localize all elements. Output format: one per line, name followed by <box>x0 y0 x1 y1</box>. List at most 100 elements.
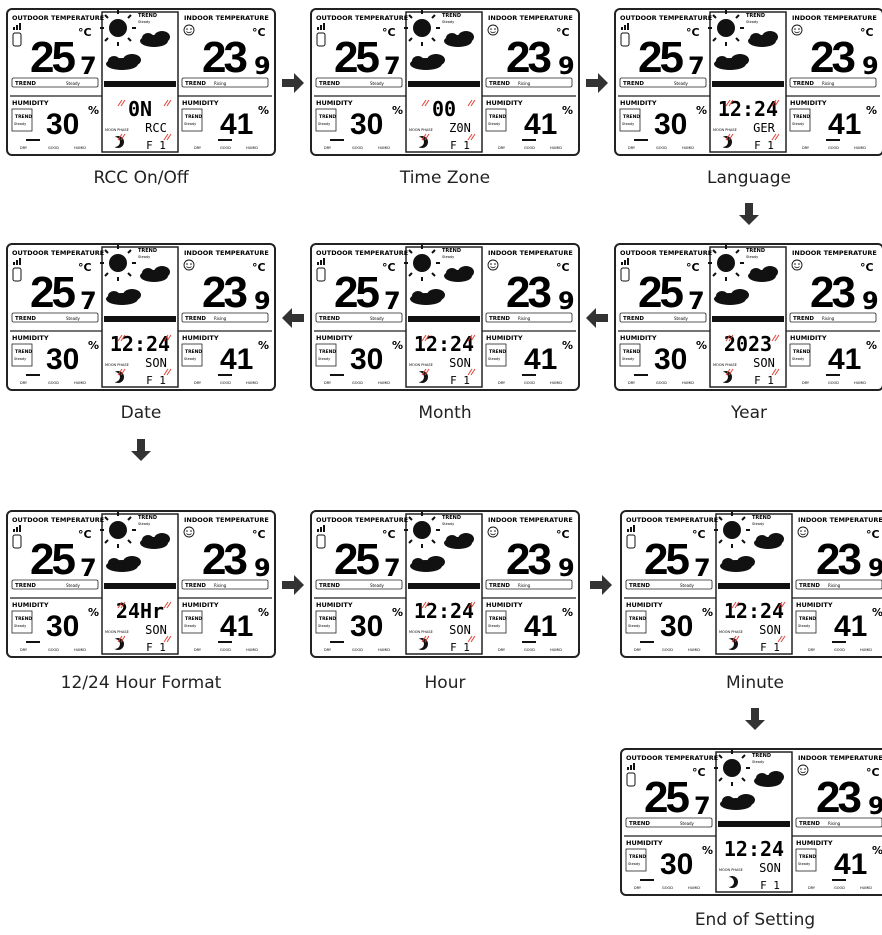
outdoor-unit: °C <box>382 26 396 39</box>
indoor-humidity-percent: % <box>258 606 269 619</box>
comfort-dry-label: DRY <box>20 146 28 150</box>
moon-icon <box>110 136 124 148</box>
outdoor-humidity-trend-value: Steady <box>622 357 634 361</box>
indoor-humidity-value: 41 <box>220 108 253 141</box>
setting-step-panel: OUTDOOR TEMPERATURE 25 °C 7 TREND Steady… <box>614 243 882 391</box>
indoor-humidity-value: 41 <box>834 848 867 881</box>
comfort-dry-label: DRY <box>20 381 28 385</box>
comfort-good-label: GOOD <box>524 648 535 652</box>
indoor-humidity-label: HUMIDITY <box>796 601 833 609</box>
indoor-temperature-decimal: 9 <box>558 554 575 582</box>
outdoor-temperature-decimal: 7 <box>80 287 97 315</box>
sun-icon <box>404 245 440 281</box>
comfort-good-label: GOOD <box>352 381 363 385</box>
blink-indicator <box>421 334 476 376</box>
outdoor-temperature-label: OUTDOOR TEMPERATURE <box>626 516 718 524</box>
comfort-dry-label: DRY <box>324 146 332 150</box>
indoor-trend-label: TREND <box>793 81 814 87</box>
weather-trend-value: Steady <box>138 522 150 526</box>
day-display: F 1 <box>450 374 470 387</box>
outdoor-temperature-value: 25 <box>30 268 76 317</box>
step-caption: RCC On/Off <box>93 168 189 188</box>
outdoor-humidity-percent: % <box>696 339 707 352</box>
signal-icon <box>316 525 326 549</box>
step-caption: Time Zone <box>399 168 491 188</box>
indoor-temperature-value: 23 <box>506 535 552 584</box>
outdoor-humidity-trend-value: Steady <box>318 122 330 126</box>
comfort-good-label: GOOD <box>524 146 535 150</box>
indoor-trend-value: Rising <box>822 81 835 86</box>
step-caption: 12/24 Hour Format <box>60 673 222 693</box>
horizon-bar <box>718 583 790 589</box>
indoor-unit: °C <box>866 766 880 779</box>
indoor-temperature-decimal: 9 <box>254 554 271 582</box>
comfort-dry-label: DRY <box>808 648 816 652</box>
outdoor-trend-value: Steady <box>66 316 81 321</box>
horizon-bar <box>104 316 176 322</box>
weather-trend-value: Steady <box>138 255 150 259</box>
outdoor-temperature-label: OUTDOOR TEMPERATURE <box>620 14 712 22</box>
language-display: SON <box>759 861 781 875</box>
comfort-good-label: GOOD <box>220 648 231 652</box>
signal-icon <box>12 525 22 549</box>
language-display: SON <box>145 356 167 370</box>
comfort-good-label: GOOD <box>524 381 535 385</box>
outdoor-humidity-value: 30 <box>46 610 79 643</box>
smiley-icon <box>183 259 195 271</box>
indoor-humidity-percent: % <box>872 844 882 857</box>
moon-icon <box>414 136 428 148</box>
comfort-dry-label: DRY <box>634 886 642 890</box>
weather-trend-value: Steady <box>746 20 758 24</box>
outdoor-humidity-percent: % <box>702 844 713 857</box>
comfort-humid-label: HUMID <box>550 648 562 652</box>
indoor-unit: °C <box>252 528 266 541</box>
indoor-temperature-decimal: 9 <box>254 287 271 315</box>
indoor-temperature-value: 23 <box>202 268 248 317</box>
outdoor-humidity-value: 30 <box>660 848 693 881</box>
indoor-humidity-trend-value: Steady <box>798 862 810 866</box>
indoor-temperature-value: 23 <box>816 773 862 822</box>
day-display: F 1 <box>146 139 166 152</box>
blink-indicator <box>731 601 786 643</box>
indoor-unit: °C <box>252 26 266 39</box>
outdoor-unit: °C <box>78 261 92 274</box>
indoor-humidity-trend-value: Steady <box>184 122 196 126</box>
language-display: SON <box>759 623 781 637</box>
moon-phase-label: MOON PHASE <box>105 363 129 367</box>
moon-icon <box>724 638 738 650</box>
indoor-humidity-trend-label: TREND <box>185 114 202 120</box>
cloud-icon <box>410 31 474 70</box>
indoor-humidity-label: HUMIDITY <box>790 334 827 342</box>
comfort-humid-label: HUMID <box>378 146 390 150</box>
indoor-trend-value: Rising <box>822 316 835 321</box>
blink-indicator <box>421 601 476 643</box>
sun-icon <box>404 10 440 46</box>
setting-step-panel: OUTDOOR TEMPERATURE 25 °C 7 TREND Steady… <box>6 243 276 391</box>
comfort-dry-label: DRY <box>194 648 202 652</box>
sun-icon <box>714 512 750 548</box>
comfort-good-label: GOOD <box>828 146 839 150</box>
indoor-temperature-label: INDOOR TEMPERATURE <box>798 754 882 762</box>
horizon-bar <box>104 583 176 589</box>
comfort-good-label: GOOD <box>656 146 667 150</box>
weather-station-display: OUTDOOR TEMPERATURE 25 °C 7 TREND Steady… <box>620 510 882 658</box>
indoor-trend-value: Rising <box>828 821 841 826</box>
outdoor-trend-label: TREND <box>319 81 340 87</box>
outdoor-trend-value: Steady <box>674 316 689 321</box>
language-display: GER <box>753 121 775 135</box>
outdoor-humidity-trend-label: TREND <box>319 349 336 355</box>
indoor-humidity-trend-label: TREND <box>489 349 506 355</box>
outdoor-humidity-trend-value: Steady <box>628 862 640 866</box>
comfort-humid-label: HUMID <box>682 146 694 150</box>
sun-icon <box>714 750 750 786</box>
outdoor-trend-value: Steady <box>370 583 385 588</box>
outdoor-humidity-trend-value: Steady <box>318 357 330 361</box>
blink-indicator <box>421 99 476 141</box>
outdoor-temperature-label: OUTDOOR TEMPERATURE <box>316 14 408 22</box>
indoor-humidity-trend-label: TREND <box>489 114 506 120</box>
comfort-humid-label: HUMID <box>378 381 390 385</box>
moon-icon <box>724 876 738 888</box>
indoor-trend-value: Rising <box>518 583 531 588</box>
indoor-humidity-trend-label: TREND <box>489 616 506 622</box>
flow-arrow-right-icon <box>586 73 608 93</box>
